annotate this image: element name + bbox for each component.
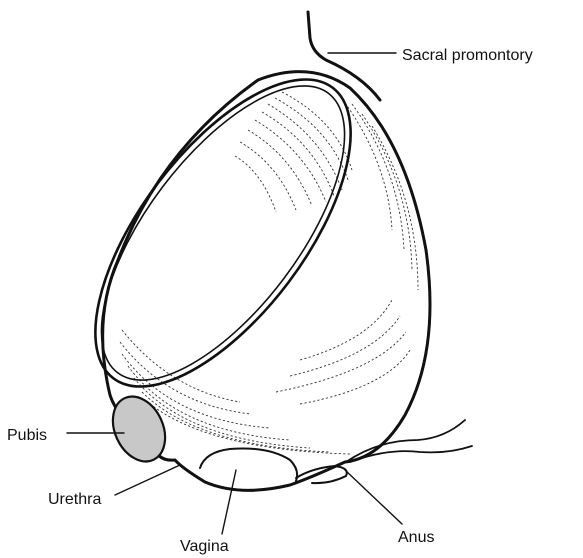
label-pubis: Pubis: [7, 427, 47, 444]
label-vagina: Vagina: [180, 538, 229, 555]
label-sacral-promontory: Sacral promontory: [402, 47, 533, 64]
leader-anus: [345, 470, 402, 524]
leader-vagina: [222, 470, 236, 534]
pelvic-inlet-ring: [48, 38, 398, 427]
vagina-opening: [200, 448, 297, 481]
label-urethra: Urethra: [48, 491, 101, 508]
label-anus: Anus: [398, 529, 434, 546]
funnel-hatching: [120, 92, 418, 454]
sacrum-line: [308, 12, 380, 100]
leader-urethra: [115, 465, 180, 495]
